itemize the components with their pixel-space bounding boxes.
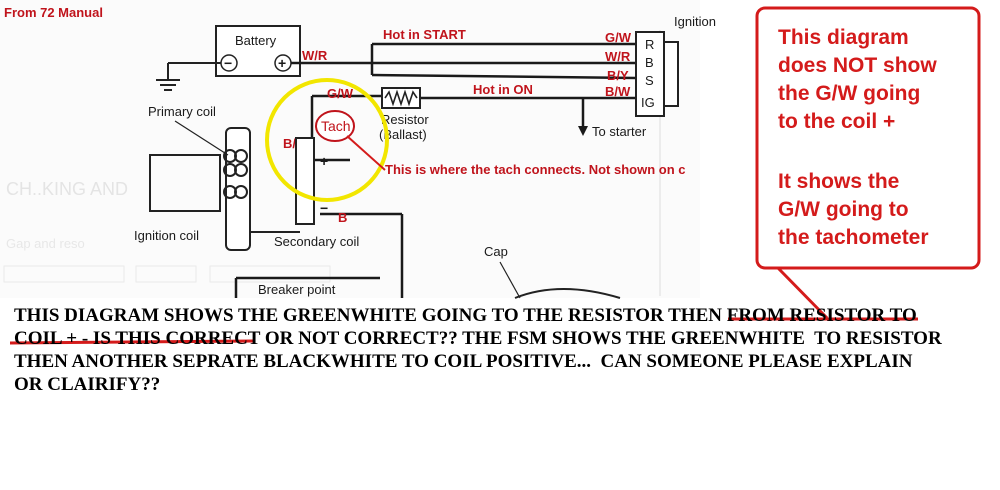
source-label: From 72 Manual (4, 5, 103, 20)
callout-line-1: This diagram (778, 26, 909, 49)
callout-line-7: G/W going to (778, 198, 909, 221)
switch-bw-label: B/W (605, 84, 631, 99)
primary-coil-leader (174, 120, 229, 156)
callout-line-6: It shows the (778, 170, 899, 193)
battery: Battery − + (215, 25, 301, 77)
callout-box: This diagram does NOT show the G/W going… (755, 6, 981, 320)
battery-negative-terminal: − (224, 55, 232, 71)
coil-b-label: B (338, 210, 347, 225)
strike-line-2 (9, 339, 255, 345)
wiring-lines (234, 42, 637, 298)
callout-line-2: does NOT show (778, 54, 937, 77)
coil-plus-terminal: + (320, 153, 328, 169)
terminal-b: B (645, 55, 654, 70)
tach-marker (315, 110, 355, 142)
switch-gw-label: G/W (605, 30, 632, 45)
tach-pointer-line (346, 135, 386, 171)
ignition-switch: Ignition R B S IG (635, 14, 716, 117)
ballast-label: (Ballast) (379, 127, 427, 142)
ignition-coil: + − (149, 127, 328, 251)
ballast-resistor: Resistor (Ballast) (379, 87, 429, 142)
question-part-1: THIS DIAGRAM SHOWS THE GREENWHITE GOING … (14, 305, 669, 326)
tach-note: This is where the tach connects. Not sho… (385, 162, 686, 177)
battery-positive-terminal: + (278, 55, 286, 71)
to-starter-arrow-icon (578, 126, 588, 136)
hot-in-start-label: Hot in START (383, 27, 466, 42)
svg-text:Gap and reso: Gap and reso (6, 236, 85, 251)
resistor-label: Resistor (381, 112, 429, 127)
tach-label: Tach (321, 118, 351, 134)
ground-icon (156, 62, 221, 91)
to-starter-label: To starter (592, 124, 647, 139)
callout-line-8: the tachometer (778, 226, 929, 249)
ignition-coil-label: Ignition coil (134, 228, 199, 243)
question-struck-1: THEN FROM (668, 305, 785, 326)
question-text: THIS DIAGRAM SHOWS THE GREENWHITE GOING … (14, 304, 944, 396)
battery-label: Battery (235, 33, 277, 48)
secondary-coil-label: Secondary coil (274, 234, 359, 249)
svg-text:CH..KING AND: CH..KING AND (6, 179, 128, 199)
highlight-circle (265, 78, 389, 202)
ignition-label: Ignition (674, 14, 716, 29)
breaker-point-label: Breaker point (258, 282, 336, 297)
scan-background: CH..KING AND Gap and reso (0, 0, 700, 298)
callout-pointer (776, 266, 829, 320)
switch-wr-label: W/R (605, 49, 631, 64)
terminal-r: R (645, 37, 654, 52)
switch-by-label: B/Y (607, 68, 629, 83)
primary-coil-label: Primary coil (148, 104, 216, 119)
hot-in-on-label: Hot in ON (473, 82, 533, 97)
terminal-ig: IG (641, 95, 655, 110)
resistor-gw-label: G/W (327, 86, 354, 101)
distributor-cap-outline (514, 288, 621, 299)
cap-leader (499, 261, 521, 299)
callout-line-4: to the coil + (778, 110, 895, 133)
cap-label: Cap (484, 244, 508, 259)
terminal-s: S (645, 73, 654, 88)
coil-minus-terminal: − (320, 200, 328, 216)
question-struck-2: RESISTOR TO COIL + (14, 305, 922, 349)
question-part-2: - IS THIS CORRECT OR NOT CORRECT?? THE F… (14, 328, 947, 395)
callout-line-3: the G/W going (778, 82, 920, 105)
wire-wr-label: W/R (302, 48, 328, 63)
